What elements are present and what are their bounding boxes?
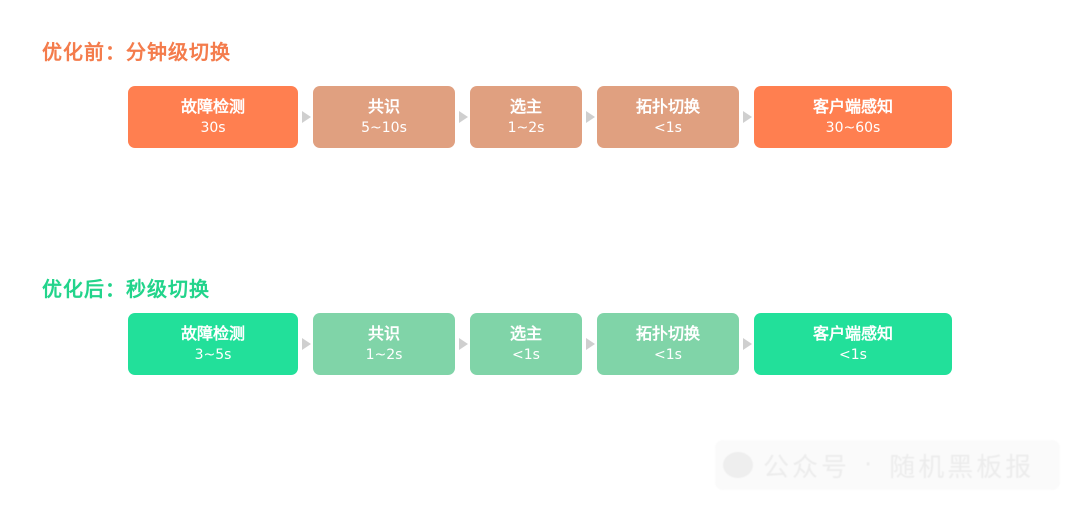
step-name: 故障检测 <box>180 324 245 343</box>
arrow-right-icon <box>301 338 311 350</box>
step-name: 拓扑切换 <box>635 324 700 343</box>
step-duration: 3~5s <box>194 347 232 363</box>
arrow-right-icon <box>458 338 468 350</box>
step-name: 选主 <box>509 324 542 343</box>
step-name: 共识 <box>367 324 400 343</box>
arrow-right-icon <box>585 111 595 123</box>
after-section-title: 优化后：秒级切换 <box>42 277 210 301</box>
step-duration: <1s <box>654 347 682 363</box>
step-duration: 30s <box>200 120 226 136</box>
before-step-box: 故障检测 30s <box>128 86 298 148</box>
watermark-platform: 公众号 <box>763 452 851 483</box>
arrow-right-icon <box>742 338 752 350</box>
step-name: 选主 <box>509 97 542 116</box>
before-section-title: 优化前：分钟级切换 <box>42 40 231 64</box>
after-step-box: 拓扑切换 <1s <box>597 313 739 375</box>
step-duration: <1s <box>654 120 682 136</box>
step-name: 客户端感知 <box>812 324 893 343</box>
step-duration: <1s <box>839 347 867 363</box>
before-step-box: 选主 1~2s <box>470 86 582 148</box>
after-step-box: 共识 1~2s <box>313 313 455 375</box>
watermark-account: 随机黑板报 <box>889 452 1035 483</box>
step-duration: <1s <box>512 347 540 363</box>
before-step-box: 拓扑切换 <1s <box>597 86 739 148</box>
arrow-right-icon <box>458 111 468 123</box>
arrow-right-icon <box>301 111 311 123</box>
after-step-box: 客户端感知 <1s <box>754 313 952 375</box>
step-duration: 1~2s <box>365 347 403 363</box>
arrow-right-icon <box>742 111 752 123</box>
step-duration: 5~10s <box>361 120 407 136</box>
step-name: 故障检测 <box>180 97 245 116</box>
step-name: 客户端感知 <box>812 97 893 116</box>
step-duration: 1~2s <box>507 120 545 136</box>
arrow-right-icon <box>585 338 595 350</box>
before-step-box: 客户端感知 30~60s <box>754 86 952 148</box>
after-step-box: 故障检测 3~5s <box>128 313 298 375</box>
step-duration: 30~60s <box>825 120 881 136</box>
step-name: 共识 <box>367 97 400 116</box>
step-name: 拓扑切换 <box>635 97 700 116</box>
watermark-separator: · <box>864 450 876 480</box>
wechat-icon <box>723 452 753 478</box>
before-step-box: 共识 5~10s <box>313 86 455 148</box>
after-step-box: 选主 <1s <box>470 313 582 375</box>
watermark: 公众号 · 随机黑板报 <box>715 440 1060 490</box>
